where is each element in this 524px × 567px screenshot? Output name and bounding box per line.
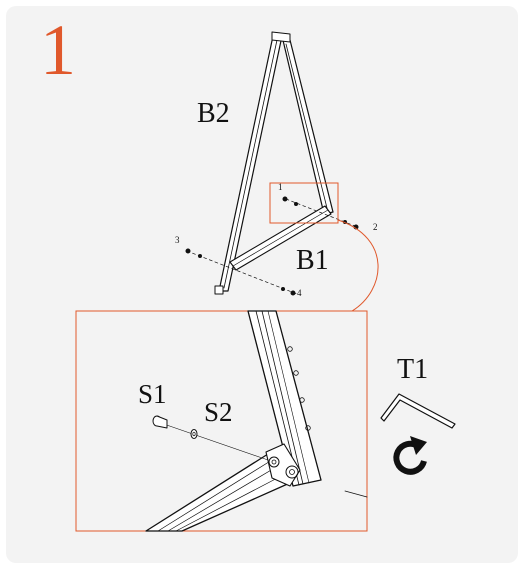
step-number: 1 [40, 10, 76, 90]
detail-highlight-box [269, 182, 339, 224]
washer-s2 [190, 429, 198, 439]
screw-axis [157, 421, 269, 461]
clockwise-rotate-icon [393, 436, 427, 475]
label-s1: S1 [138, 379, 167, 409]
bolt-s1 [152, 415, 168, 429]
a-frame-overview [185, 31, 359, 296]
hole-number-1: 1 [278, 182, 283, 192]
hex-key-icon [380, 393, 456, 429]
hole-number-2: 2 [373, 222, 378, 232]
hole-number-3: 3 [175, 235, 180, 245]
label-t1: T1 [397, 354, 429, 385]
leg-right [281, 35, 334, 215]
label-s2: S2 [204, 397, 233, 427]
detail-view-drawing [145, 310, 368, 532]
callout-arc [337, 219, 379, 312]
screw-line-lower [186, 250, 298, 295]
label-b1: B1 [296, 245, 329, 276]
label-b2: B2 [197, 98, 230, 129]
hole-number-4: 4 [297, 288, 302, 298]
